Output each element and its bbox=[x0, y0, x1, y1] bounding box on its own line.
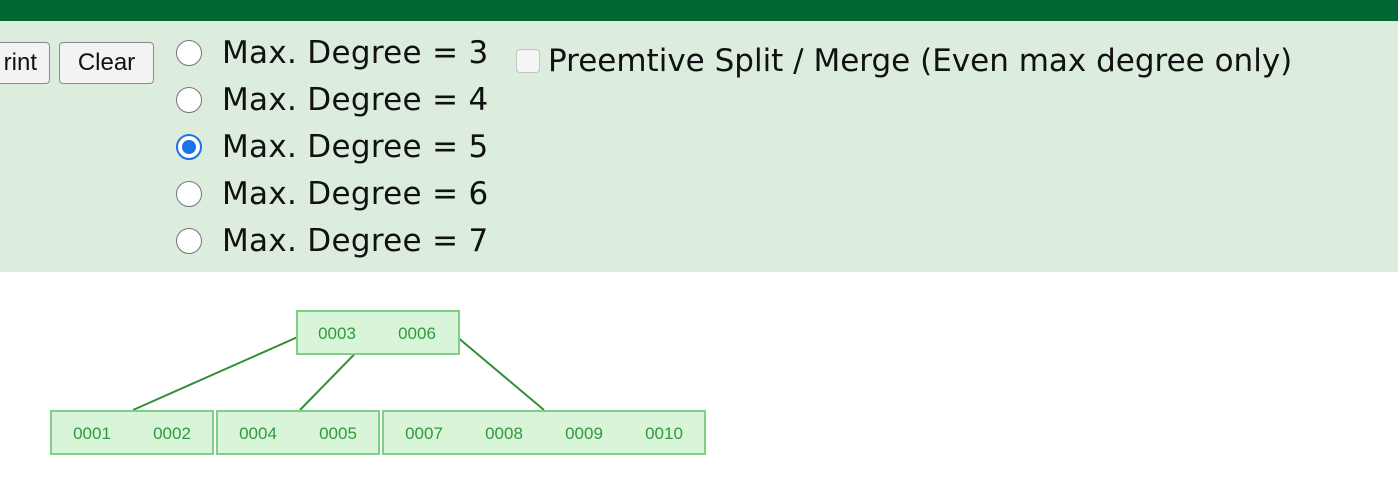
radio-button[interactable] bbox=[176, 40, 202, 66]
node-key: 0007 bbox=[405, 424, 443, 443]
preemptive-checkbox[interactable] bbox=[516, 49, 540, 73]
degree-label: Max. Degree = 3 bbox=[222, 35, 489, 71]
node-key: 0003 bbox=[318, 324, 356, 343]
header-bar bbox=[0, 0, 1398, 21]
radio-button[interactable] bbox=[176, 181, 202, 207]
preemptive-option[interactable]: Preemtive Split / Merge (Even max degree… bbox=[516, 42, 1292, 80]
tree-node-leaf: 0001 0002 bbox=[50, 410, 214, 455]
degree-option-6[interactable]: Max. Degree = 6 bbox=[176, 174, 489, 214]
control-panel bbox=[0, 21, 1398, 272]
node-key: 0009 bbox=[565, 424, 603, 443]
radio-button[interactable] bbox=[176, 228, 202, 254]
node-key: 0006 bbox=[398, 324, 436, 343]
tree-node-leaf: 0004 0005 bbox=[216, 410, 380, 455]
tree-node-leaf: 0007 0008 0009 0010 bbox=[382, 410, 706, 455]
node-box bbox=[216, 410, 380, 455]
degree-label: Max. Degree = 4 bbox=[222, 82, 489, 118]
node-key: 0008 bbox=[485, 424, 523, 443]
degree-option-7[interactable]: Max. Degree = 7 bbox=[176, 221, 489, 261]
node-box bbox=[382, 410, 706, 455]
degree-label: Max. Degree = 7 bbox=[222, 223, 489, 259]
tree-edge bbox=[132, 335, 301, 411]
clear-button[interactable]: Clear bbox=[59, 42, 154, 84]
tree-node-root: 0003 0006 bbox=[296, 310, 460, 355]
radio-button[interactable] bbox=[176, 87, 202, 113]
degree-option-5[interactable]: Max. Degree = 5 bbox=[176, 127, 489, 167]
print-button[interactable]: rint bbox=[0, 42, 50, 84]
degree-option-4[interactable]: Max. Degree = 4 bbox=[176, 80, 489, 120]
node-key: 0010 bbox=[645, 424, 683, 443]
node-key: 0002 bbox=[153, 424, 191, 443]
node-key: 0004 bbox=[239, 424, 277, 443]
radio-button-selected[interactable] bbox=[176, 134, 202, 160]
tree-edge bbox=[455, 335, 545, 411]
node-key: 0001 bbox=[73, 424, 111, 443]
degree-option-3[interactable]: Max. Degree = 3 bbox=[176, 33, 489, 73]
node-box bbox=[296, 310, 460, 355]
node-key: 0005 bbox=[319, 424, 357, 443]
node-box bbox=[50, 410, 214, 455]
preemptive-label: Preemtive Split / Merge (Even max degree… bbox=[548, 43, 1293, 79]
degree-label: Max. Degree = 6 bbox=[222, 176, 489, 212]
degree-label: Max. Degree = 5 bbox=[222, 129, 489, 165]
